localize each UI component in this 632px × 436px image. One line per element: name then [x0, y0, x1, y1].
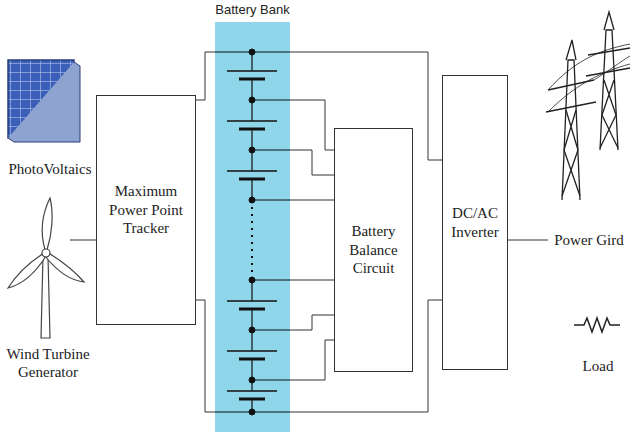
- wire: [290, 100, 334, 150]
- wire: [290, 340, 334, 380]
- battery-cells: [215, 49, 290, 415]
- load-label: Load: [572, 357, 624, 375]
- process-box: DC/AC Inverter: [442, 75, 508, 370]
- wire: [290, 280, 334, 281]
- wind-turbine: [8, 198, 84, 338]
- source-label: PhotoVoltaics: [0, 160, 100, 178]
- wire: [290, 300, 442, 412]
- wire: [290, 200, 334, 201]
- source-label: Wind Turbine Generator: [2, 345, 94, 381]
- wire: [290, 150, 334, 175]
- box-label: DC/AC Inverter: [447, 204, 503, 242]
- resistor-symbol: [574, 318, 620, 332]
- wire: [196, 300, 215, 412]
- pv-panel: [8, 60, 80, 142]
- wire: [290, 52, 442, 160]
- power-towers: [546, 12, 630, 200]
- process-box: Maximum Power Point Tracker: [96, 95, 196, 325]
- wire: [196, 52, 215, 100]
- wire: [290, 315, 334, 330]
- grid-wire: [507, 240, 548, 241]
- box-label: Battery Balance Circuit: [339, 222, 408, 278]
- process-box: Battery Balance Circuit: [334, 128, 413, 372]
- source-wire: [70, 240, 97, 241]
- grid-label: Power Gird: [548, 231, 630, 249]
- band-heading: Battery Bank: [203, 2, 302, 17]
- box-label: Maximum Power Point Tracker: [101, 182, 191, 238]
